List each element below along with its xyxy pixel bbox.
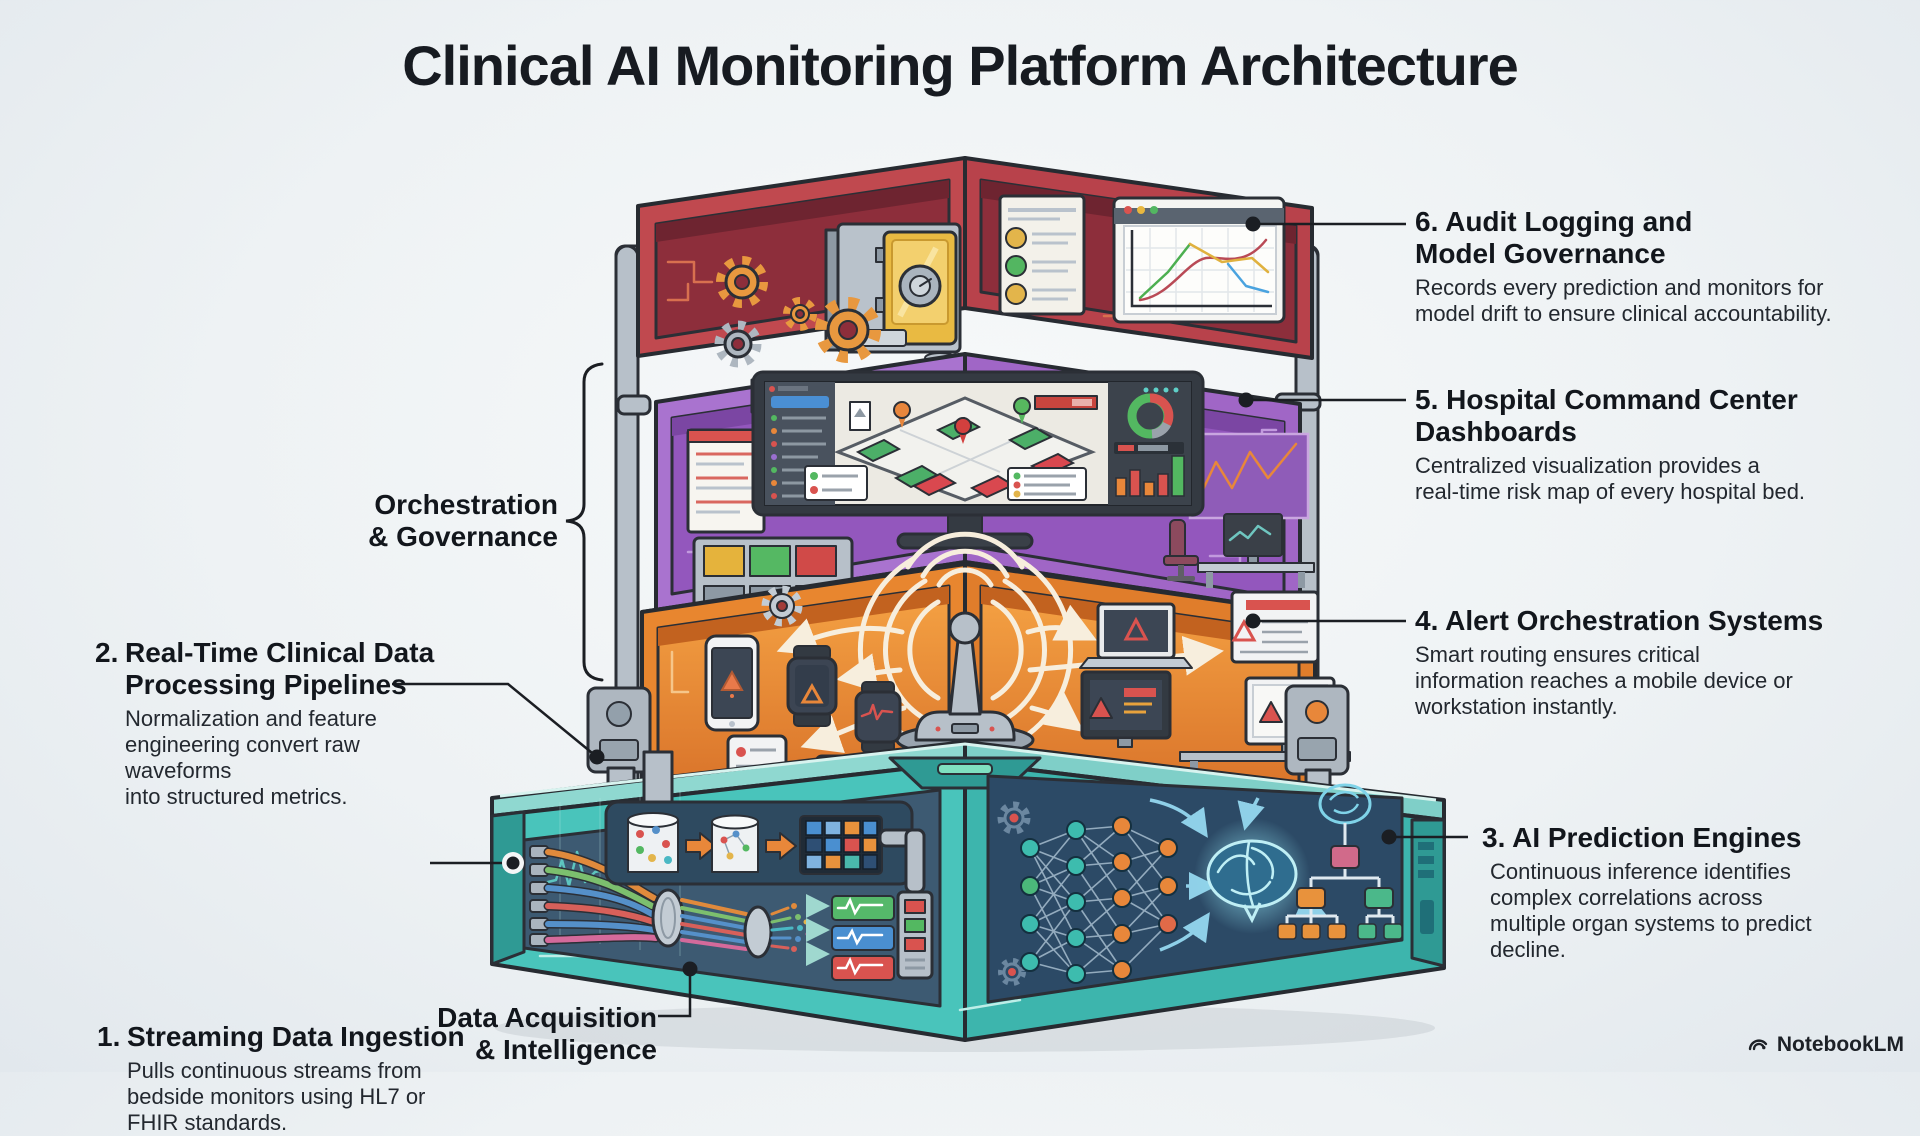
annotation-4-body: Smart routing ensures critical informati… [1415, 642, 1793, 719]
notebooklm-icon [1748, 1039, 1768, 1051]
gear-icon [815, 297, 881, 363]
feature-pipeline-panel [604, 750, 926, 894]
annotation-3-body: Continuous inference identifies complex … [1490, 859, 1812, 962]
decision-tree [1277, 783, 1403, 940]
leader-line-2 [392, 682, 598, 758]
device-desk [1179, 751, 1351, 762]
annotation-2: 2. Real-Time Clinical Data Processing Pi… [95, 637, 465, 810]
smartwatch-alert-icon [786, 645, 838, 727]
page-title: Clinical AI Monitoring Platform Architec… [402, 34, 1519, 97]
annotation-1-body: Pulls continuous streams from bedside mo… [127, 1058, 426, 1135]
smartwatch-ecg-icon [854, 681, 902, 753]
annotation-6: 6. Audit Logging and Model Governance Re… [1415, 206, 1832, 327]
leader-lines [392, 216, 1468, 1018]
annotation-1-title: Streaming Data Ingestion [127, 1021, 465, 1052]
annotation-4-title: 4. Alert Orchestration Systems [1415, 605, 1824, 636]
annotation-2-body: Normalization and feature engineering co… [125, 706, 377, 809]
audit-log-card [998, 194, 1086, 316]
report-card [686, 428, 766, 534]
laptop-alert-icon [1079, 602, 1193, 669]
map-pin-icons [893, 397, 1031, 444]
architecture-illustration [392, 156, 1468, 1052]
gear-icon [783, 297, 817, 331]
annotation-1: 1. Streaming Data Ingestion Pulls contin… [97, 1021, 487, 1136]
annotation-2-number: 2. [95, 637, 119, 668]
layer-command-center [654, 352, 1315, 614]
monitor-alert-doc-icon [1230, 590, 1320, 664]
ecg-waveform [538, 850, 623, 888]
annotation-6-body: Records every prediction and monitors fo… [1415, 275, 1832, 326]
connector-strip [896, 890, 934, 980]
phone-alert-icon [704, 634, 760, 732]
pipe-junction-right [1284, 684, 1350, 816]
gear-icon [761, 585, 803, 627]
analytics-panel [1108, 382, 1191, 505]
annotation-4: 4. Alert Orchestration Systems Smart rou… [1415, 605, 1823, 720]
command-dashboard-monitor [751, 370, 1205, 550]
group-label-data-acquisition: Data Acquisition & Intelligence [437, 1002, 657, 1065]
group-label-orchestration: Orchestration & Governance [368, 489, 558, 552]
model-drift-chart [1112, 196, 1286, 324]
desktop-alert-icon [1080, 670, 1172, 748]
neural-network [1020, 816, 1178, 984]
brain-icon [1194, 818, 1310, 934]
gear-icon [997, 801, 1031, 835]
watermark: NotebookLM [1746, 1033, 1904, 1057]
orchestration-brace [565, 362, 604, 682]
annotation-1-number: 1. [97, 1021, 121, 1052]
annotation-5-title: 5. Hospital Command Center Dashboards [1415, 384, 1798, 447]
workstation-desk [1163, 513, 1315, 588]
leader-line-data-acq [658, 974, 692, 1018]
structured-matrix [799, 815, 883, 875]
pipe-junction-left [586, 686, 652, 810]
annotation-2-title: Real-Time Clinical Data Processing Pipel… [125, 637, 435, 700]
annotation-5-body: Centralized visualization provides a rea… [1415, 453, 1806, 504]
raw-data-cylinder [627, 812, 679, 873]
bed-icons [855, 416, 1076, 499]
annotation-3: 3. AI Prediction Engines Continuous infe… [1482, 822, 1812, 963]
gear-icon [714, 320, 762, 368]
gear-icon [998, 958, 1026, 986]
watermark-text: NotebookLM [1776, 1033, 1904, 1056]
hospital-bed-map [804, 395, 1098, 502]
annotation-6-title: 6. Audit Logging and Model Governance [1415, 206, 1693, 269]
annotation-5: 5. Hospital Command Center Dashboards Ce… [1415, 384, 1805, 505]
trend-wall-chart [1188, 432, 1310, 520]
gear-icon [716, 256, 768, 308]
waveform-cards [831, 895, 895, 981]
layer-audit-governance [636, 156, 1314, 372]
feature-cylinder [711, 814, 759, 873]
layer-data-intelligence [490, 740, 1446, 1042]
annotation-3-title: 3. AI Prediction Engines [1482, 822, 1802, 853]
